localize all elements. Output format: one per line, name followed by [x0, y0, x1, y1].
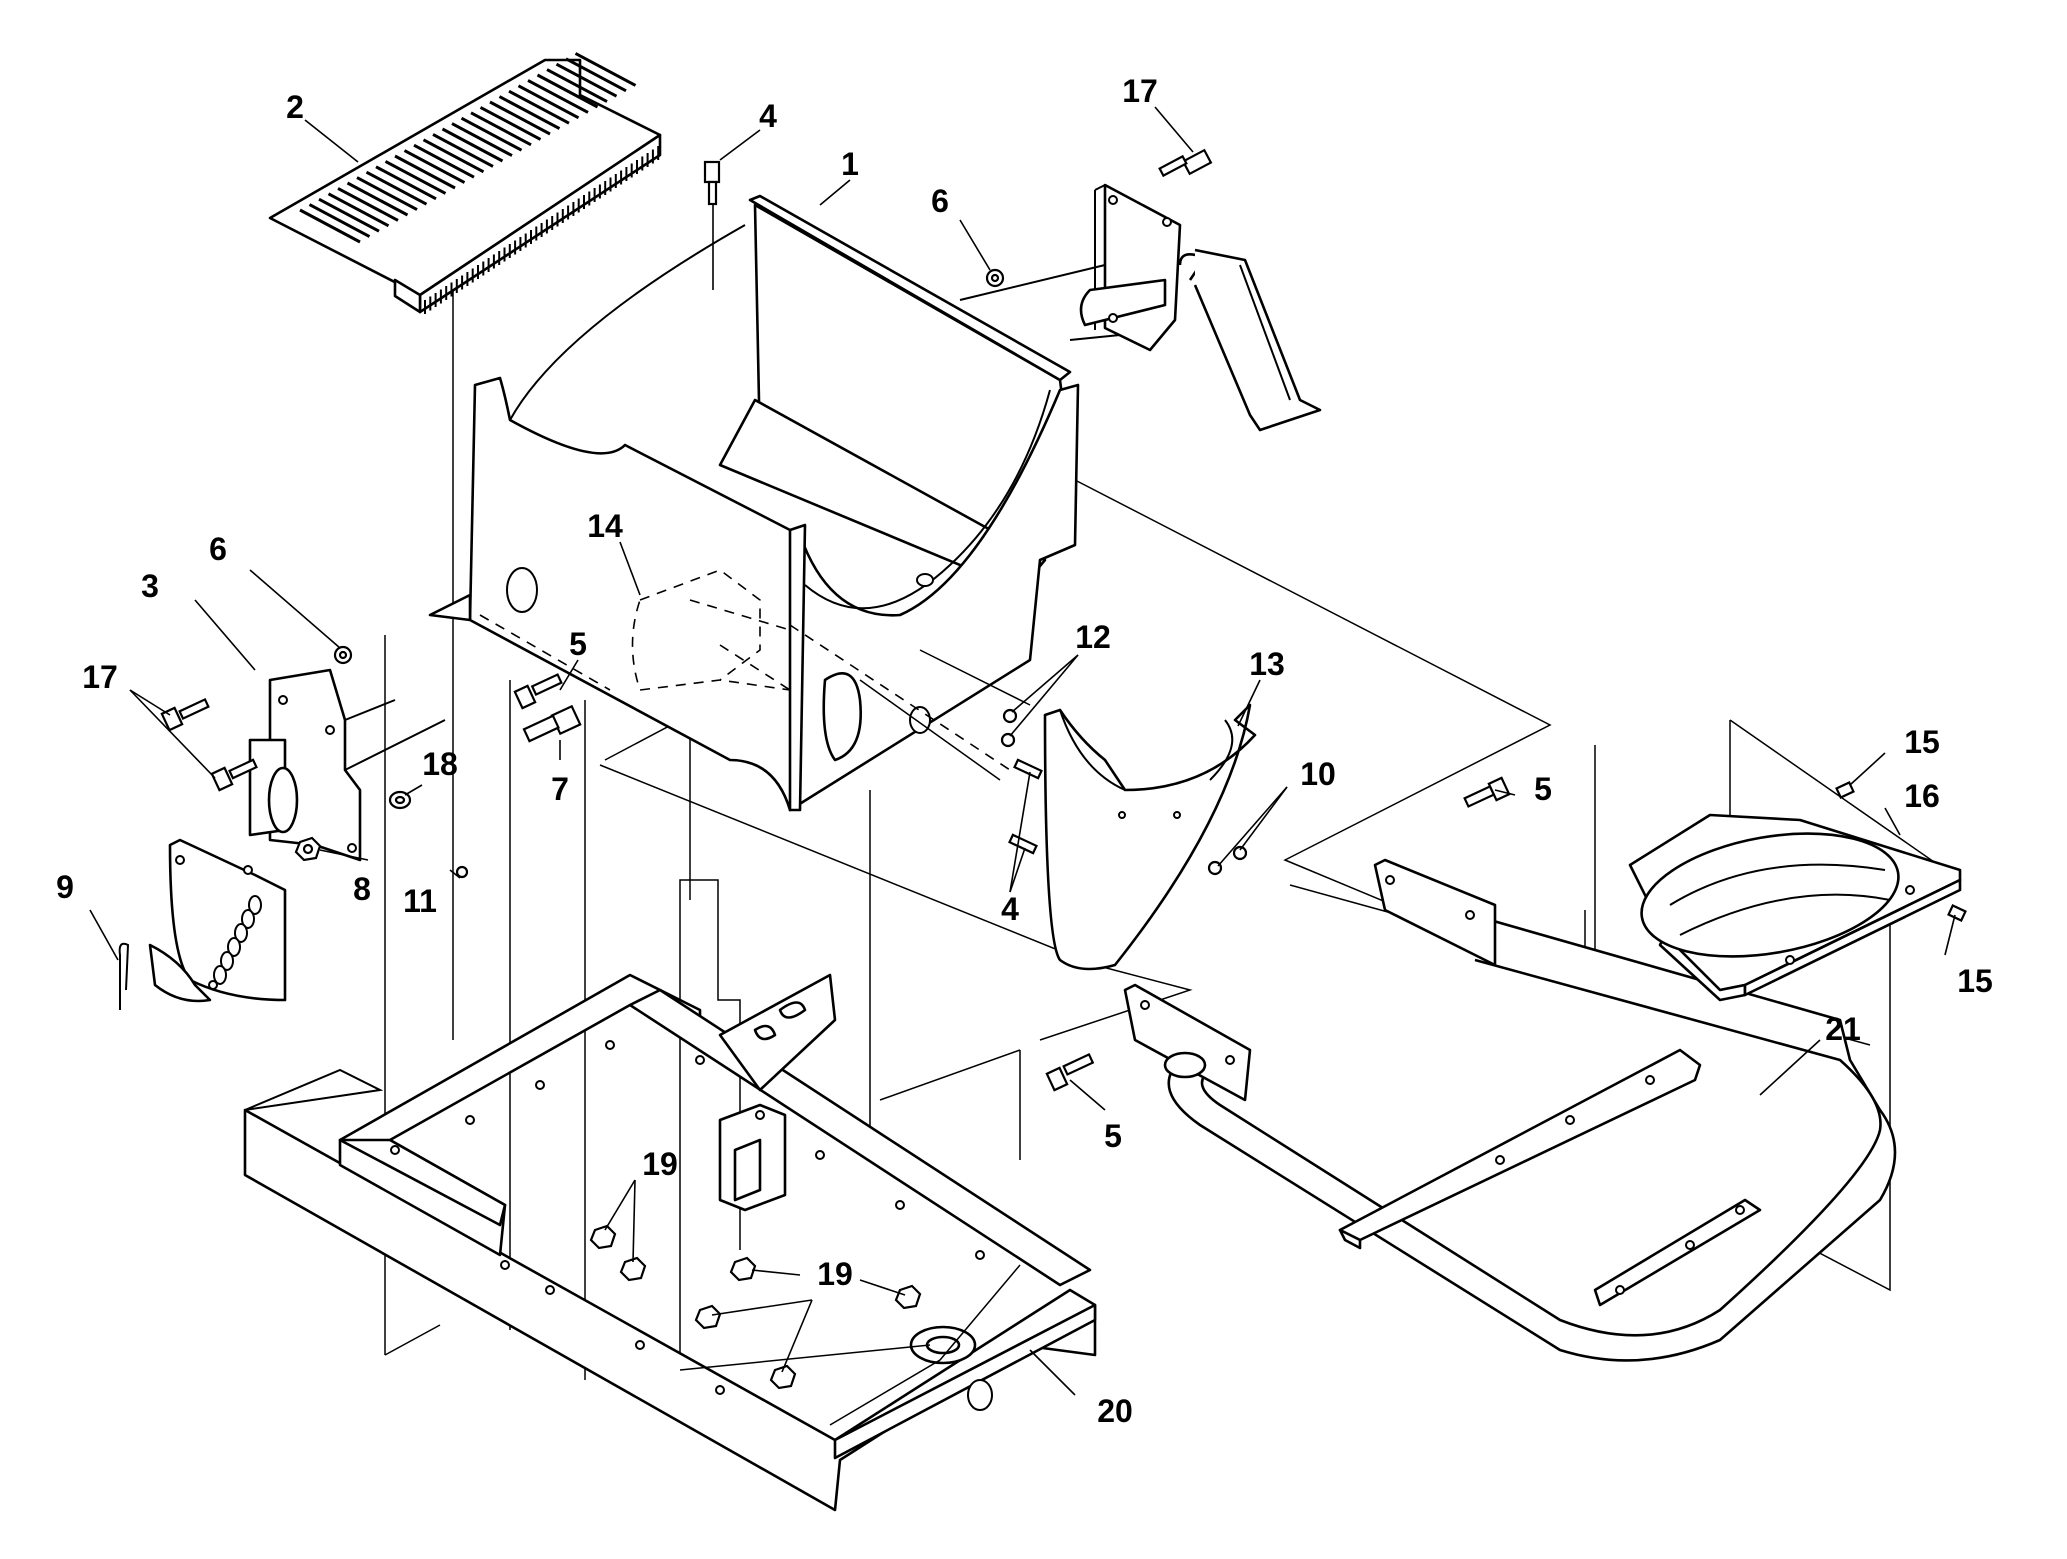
callout-4-top: 4: [759, 98, 777, 134]
callout-9: 9: [56, 869, 74, 905]
callout-19-lower: 19: [817, 1256, 853, 1292]
callout-15-bottom: 15: [1957, 963, 1993, 999]
hardware: [160, 148, 1967, 1390]
callout-18: 18: [422, 746, 458, 782]
callout-4-right: 4: [1001, 891, 1019, 927]
part-9-clip: [118, 942, 130, 1010]
callout-15-top: 15: [1904, 724, 1940, 760]
callout-16: 16: [1904, 778, 1940, 814]
callout-2: 2: [286, 89, 304, 125]
part-16-oval-pad: [1628, 813, 1962, 1002]
callout-10: 10: [1300, 756, 1336, 792]
callout-7: 7: [551, 771, 569, 807]
part-21-handle: [1123, 858, 1897, 1362]
callout-12: 12: [1075, 619, 1111, 655]
callout-19-upper: 19: [642, 1146, 678, 1182]
part-quadrant-plate: [148, 838, 287, 1003]
callout-17-top: 17: [1122, 73, 1158, 109]
callout-5-right: 5: [1534, 771, 1552, 807]
callout-8: 8: [353, 871, 371, 907]
part-1-cradle: [428, 194, 1080, 812]
callout-14: 14: [587, 508, 623, 544]
callout-6-top: 6: [931, 183, 949, 219]
callout-13: 13: [1249, 646, 1285, 682]
callout-6-left: 6: [209, 531, 227, 567]
callout-leaders: [89, 106, 1956, 1396]
part-13-side-plate: [1043, 703, 1257, 971]
callout-17-left: 17: [82, 659, 118, 695]
callout-3: 3: [141, 568, 159, 604]
callout-20: 20: [1097, 1393, 1133, 1429]
part-2-grate: [268, 52, 662, 314]
callout-labels: 1 2 3 4 4 5 5 5 6 6 7 8 9 10 11 12 13 14…: [56, 73, 1993, 1429]
callout-1: 1: [841, 146, 859, 182]
upper-mounting-arm: [959, 183, 1322, 432]
callout-5-left: 5: [569, 626, 587, 662]
callout-5-lower: 5: [1104, 1118, 1122, 1154]
callout-11: 11: [403, 883, 437, 919]
part-14-hidden-tube: [479, 569, 1011, 771]
callout-21: 21: [1825, 1011, 1861, 1047]
part-3-side-bracket: [248, 668, 446, 862]
part-20-frame: [243, 973, 1097, 1512]
